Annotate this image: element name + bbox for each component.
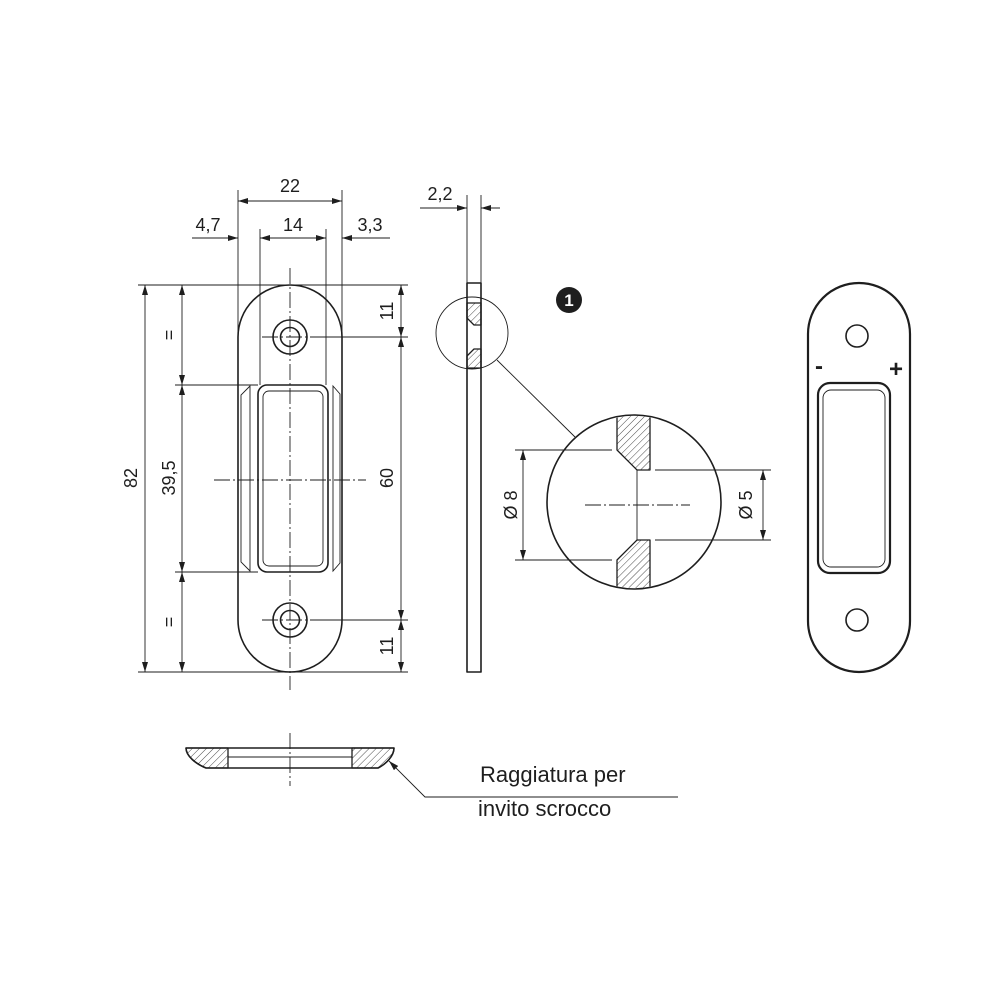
side-section-lower <box>466 348 482 369</box>
dim-width-breakdown: 4,7 14 3,3 <box>192 215 390 385</box>
dim-hole-spacing-label: 60 <box>377 468 397 488</box>
dim-height-overall-label: 82 <box>121 468 141 488</box>
dim-slot-width-label: 14 <box>283 215 303 235</box>
dim-slot-height-label: 39,5 <box>159 460 179 495</box>
dim-hole-diameter: Ø 5 <box>655 469 771 541</box>
rear-view: - + <box>806 281 912 674</box>
plus-sign: + <box>889 356 903 383</box>
callout-number: 1 <box>564 291 573 310</box>
dim-right-margin-label: 3,3 <box>357 215 382 235</box>
dim-top-equal-label: = <box>159 330 179 341</box>
minus-sign: - <box>815 353 823 380</box>
front-view: 22 4,7 14 3,3 82 = <box>121 176 408 690</box>
right-chamfer-strip <box>332 384 341 573</box>
detail-section <box>616 416 651 588</box>
callout-dot <box>556 287 582 313</box>
dim-thickness: 2,2 <box>420 184 500 283</box>
callout-marker: 1 <box>556 287 582 313</box>
dim-width-overall: 22 <box>237 176 343 337</box>
dim-thickness-label: 2,2 <box>427 184 452 204</box>
plate-side-outline <box>466 282 482 673</box>
dim-countersink-diameter: Ø 8 <box>501 449 612 561</box>
dim-hole-diameter-label: Ø 5 <box>736 490 756 519</box>
countersink-detail: Ø 8 Ø 5 <box>501 414 771 590</box>
note-line-1: Raggiatura per <box>480 762 626 787</box>
dim-hole-positions: 11 60 11 <box>377 285 404 672</box>
dim-height-breakdown: = 39,5 = <box>159 285 185 672</box>
dim-width-overall-label: 22 <box>280 176 300 196</box>
note-line-2: invito scrocco <box>478 796 611 821</box>
side-view: 2,2 <box>420 184 576 673</box>
note-leader <box>388 760 678 798</box>
section-left-hatch <box>185 747 229 769</box>
detail-circle <box>546 414 722 590</box>
rear-bottom-hole <box>845 608 869 632</box>
latch-recess-outer <box>257 384 329 573</box>
rear-slot-inner <box>822 389 886 568</box>
rear-slot-outer <box>816 381 892 575</box>
dim-top-hole-offset-label: 11 <box>377 302 397 321</box>
dim-bottom-equal-label: = <box>159 617 179 628</box>
section-right-hatch <box>351 747 395 769</box>
latch-recess-inner <box>262 390 324 567</box>
dim-height-overall: 82 <box>121 285 148 672</box>
section-outline <box>185 747 395 769</box>
bottom-section-view: Raggiatura per invito scrocco <box>185 733 678 821</box>
dim-countersink-label: Ø 8 <box>501 490 521 519</box>
detail-leader <box>496 359 576 438</box>
detail-section-upper <box>616 416 651 471</box>
dim-left-margin-label: 4,7 <box>195 215 220 235</box>
side-section-upper <box>466 302 482 326</box>
rear-plate-outline <box>806 281 912 674</box>
detail-section-lower <box>616 539 651 588</box>
left-chamfer-strip <box>240 384 251 573</box>
detail-marker-circle <box>435 296 509 370</box>
rear-top-hole <box>845 324 869 348</box>
dim-bottom-hole-offset-label: 11 <box>377 637 397 656</box>
